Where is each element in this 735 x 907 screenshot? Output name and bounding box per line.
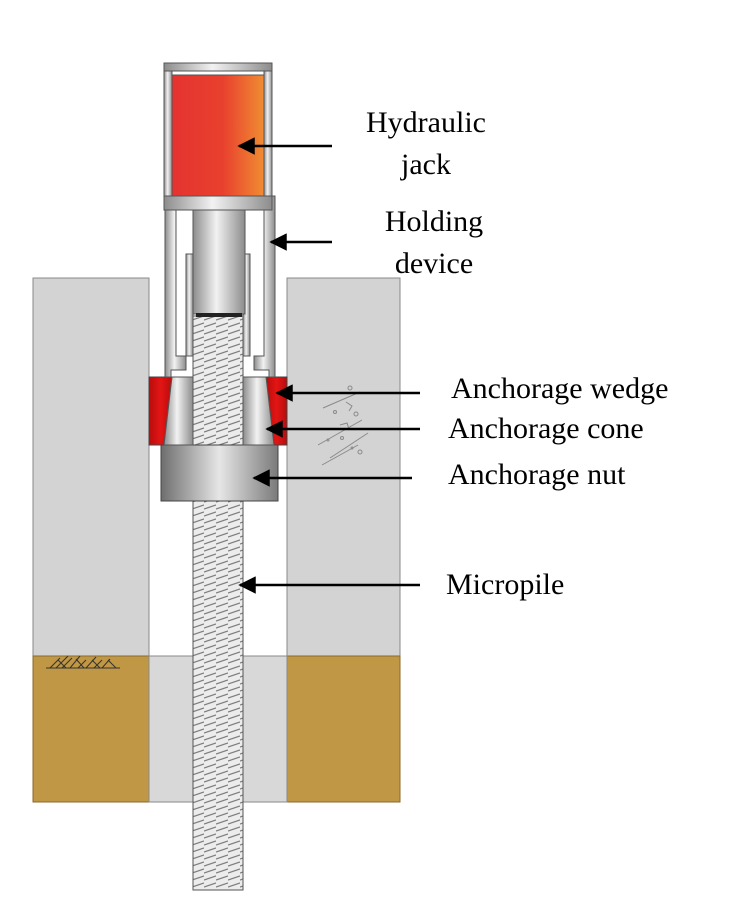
concrete-aggregate-marks [317,385,369,466]
piston-tip [196,313,242,317]
jack-cap [163,62,273,72]
soil-left [32,655,150,803]
label-holding-device-line2: device [395,247,473,280]
micropile-bar [192,315,244,891]
anchorage-nut [160,444,279,502]
jack-base-plate [163,195,273,211]
hydraulic-jack-chamber [171,74,265,197]
label-anchorage-cone: Anchorage cone [448,412,644,445]
anchorage-cone-left [163,376,194,446]
soil-right [286,655,401,803]
concrete-left [32,277,150,657]
concrete-right [286,277,401,657]
label-holding-device-line1: Holding [385,205,483,238]
label-hydraulic-jack-line1: Hydraulic [366,106,486,139]
soil-hatch-symbol [46,655,120,669]
label-micropile: Micropile [446,568,564,601]
leader-arrows [237,137,420,594]
label-anchorage-wedge: Anchorage wedge [451,372,668,405]
jack-piston [192,209,246,315]
label-anchorage-nut: Anchorage nut [448,458,626,491]
jack-casing-right [263,70,273,197]
jack-casing-left [163,70,173,197]
label-hydraulic-jack-line2: jack [400,148,451,181]
